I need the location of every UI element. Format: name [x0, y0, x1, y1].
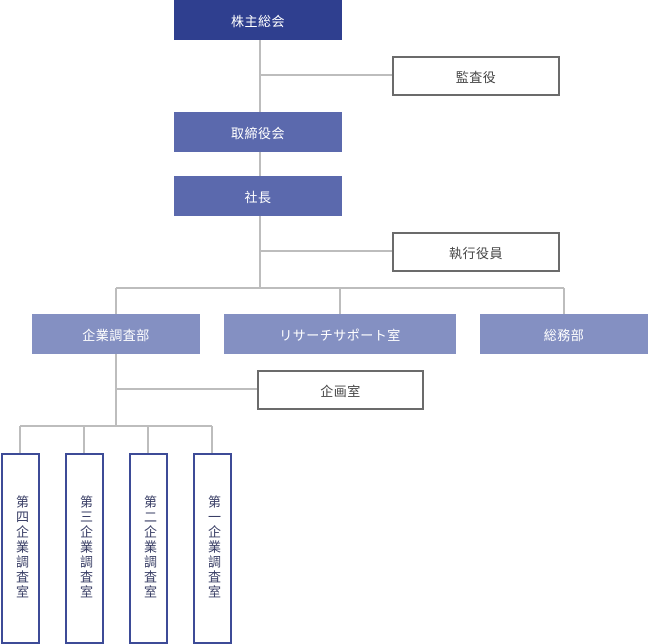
office1-box: 第一企業調査室 — [193, 453, 232, 644]
president-box: 社長 — [174, 176, 342, 216]
office3-label: 第三企業調査室 — [77, 495, 92, 600]
office4-label: 第四企業調査室 — [13, 495, 28, 600]
president-label: 社長 — [244, 190, 272, 206]
research-support-label: リサーチサポート室 — [279, 328, 401, 344]
auditor-label: 監査役 — [455, 70, 497, 86]
office2-box: 第二企業調査室 — [129, 453, 168, 644]
corporate-research-label: 企業調査部 — [82, 328, 150, 344]
general-affairs-box: 総務部 — [480, 314, 648, 354]
office1-label: 第一企業調査室 — [205, 495, 220, 600]
corporate-research-box: 企業調査部 — [32, 314, 200, 354]
shareholders-meeting-box: 株主総会 — [174, 0, 342, 40]
auditor-box: 監査役 — [392, 56, 560, 96]
general-affairs-label: 総務部 — [543, 328, 585, 344]
executives-label: 執行役員 — [448, 246, 503, 262]
planning-box: 企画室 — [257, 370, 424, 410]
executives-box: 執行役員 — [392, 232, 560, 272]
office2-label: 第二企業調査室 — [141, 495, 156, 600]
office4-box: 第四企業調査室 — [1, 453, 40, 644]
office3-box: 第三企業調査室 — [65, 453, 104, 644]
shareholders-meeting-label: 株主総会 — [230, 14, 285, 30]
board-label: 取締役会 — [230, 126, 285, 142]
research-support-box: リサーチサポート室 — [224, 314, 456, 354]
board-box: 取締役会 — [174, 112, 342, 152]
planning-label: 企画室 — [320, 384, 361, 400]
